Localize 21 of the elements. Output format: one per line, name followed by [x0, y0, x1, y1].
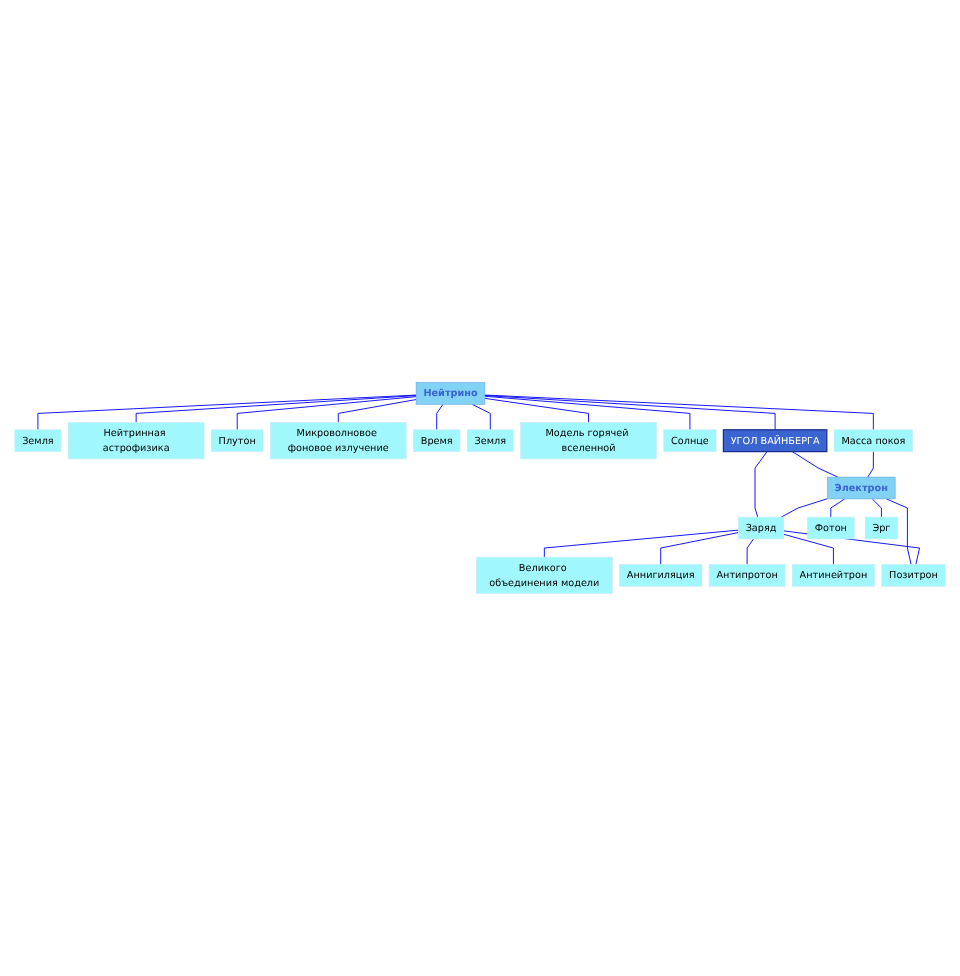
- connector: [37, 394, 417, 431]
- connector: [871, 498, 882, 518]
- connector: [484, 395, 691, 431]
- connector: [830, 498, 846, 518]
- connector: [746, 538, 754, 565]
- connector: [780, 498, 828, 518]
- connector: [660, 532, 739, 565]
- connector: [484, 397, 589, 423]
- connector: [436, 403, 444, 431]
- connector: [543, 529, 739, 558]
- connector: [783, 530, 920, 565]
- connector: [885, 498, 912, 565]
- connector: [754, 451, 768, 518]
- connector: [337, 399, 417, 423]
- connector: [783, 533, 834, 565]
- connector: [484, 395, 776, 431]
- connector: [236, 396, 417, 431]
- connector: [867, 451, 874, 478]
- connector: [484, 394, 874, 431]
- connector: [135, 395, 417, 423]
- connector: [791, 451, 839, 478]
